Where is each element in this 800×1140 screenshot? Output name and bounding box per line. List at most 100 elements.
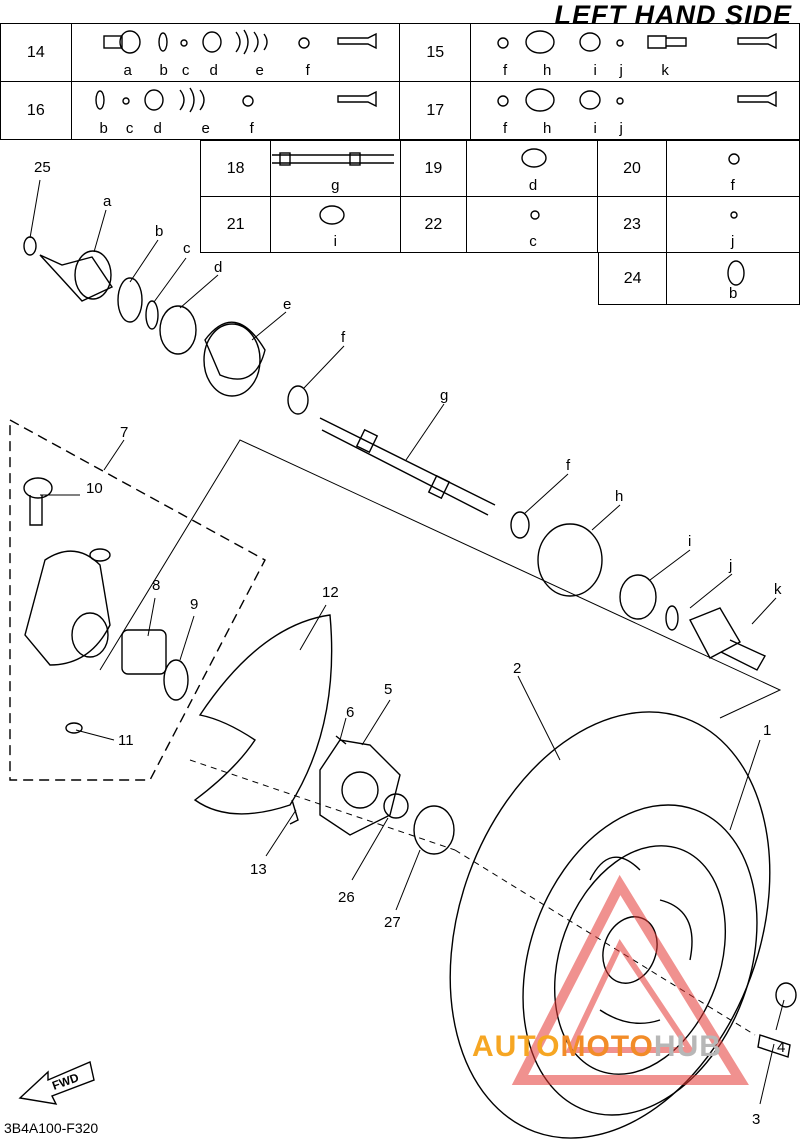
part-letter: c (529, 233, 537, 250)
callout-1: 1 (763, 722, 771, 739)
part-letter: c (181, 62, 190, 79)
callout-6: 6 (346, 704, 354, 721)
fwd-label: FWD (50, 1070, 81, 1093)
kit-number: 22 (399, 196, 468, 253)
callout-2: 2 (513, 660, 521, 677)
part-letter: d (528, 177, 538, 194)
kit-parts: b c d e f (70, 81, 401, 140)
kit-icons-15 (497, 30, 777, 54)
callout-4: 4 (777, 1039, 785, 1056)
kit-icons-14 (103, 29, 377, 55)
watermark-word: AUTO (472, 1030, 561, 1063)
callout-c: c (183, 240, 191, 257)
callout-a: a (103, 193, 112, 210)
part-letter: i (593, 62, 597, 79)
kit-parts: b (666, 252, 800, 305)
part-letter: f (249, 120, 254, 137)
kit-icons-17 (497, 88, 777, 112)
kit-number: 21 (199, 196, 272, 253)
kit-number: 14 (0, 23, 72, 82)
part-letter: e (255, 62, 264, 79)
part-letter: j (619, 62, 623, 79)
part-letter: h (542, 62, 552, 79)
kit-number: 17 (399, 81, 472, 140)
hub-parts (319, 735, 455, 855)
callout-13: 13 (250, 861, 267, 878)
part-letter: h (542, 120, 552, 137)
wheel (449, 711, 771, 1139)
wheel-stud (757, 1034, 791, 1058)
callout-j: j (728, 557, 732, 574)
callout-3: 3 (752, 1111, 760, 1128)
callout-8: 8 (152, 577, 160, 594)
kit-parts: f h i j k (470, 23, 800, 82)
callout-f: f (566, 457, 571, 474)
lug-nut (775, 982, 797, 1008)
part-letter: b (729, 285, 738, 302)
kit-parts: g (270, 140, 401, 197)
knuckle-parts (23, 477, 189, 734)
kit-parts: c (466, 196, 599, 253)
part-letter: f (503, 120, 508, 137)
part-letter: e (201, 120, 210, 137)
kit-table-top: 14 a b c d e f 15 f h i j k 16 b c d e f… (0, 23, 800, 140)
leader-lines (29, 179, 785, 1105)
callout-10: 10 (86, 480, 103, 497)
kit-parts: j (665, 196, 800, 253)
callout-d: d (214, 259, 222, 276)
watermark-word: MOTO (560, 1030, 654, 1063)
callout-e: e (283, 296, 291, 313)
callout-i: i (688, 533, 691, 550)
kit-table-24: 24 b (597, 252, 800, 305)
callout-g: g (440, 387, 448, 404)
part-letter: d (209, 62, 218, 79)
callout-27: 27 (384, 914, 401, 931)
kit-parts: i (270, 196, 401, 253)
part-letter: j (619, 120, 623, 137)
part-letter: f (730, 177, 735, 194)
kit-parts: f h i j (470, 81, 800, 140)
bolt (289, 799, 299, 825)
knuckle-group-frame (9, 418, 266, 781)
part-letter: d (153, 120, 162, 137)
callout-9: 9 (190, 596, 198, 613)
kit-icons-16 (95, 87, 377, 113)
part-letter: a (123, 62, 132, 79)
kit-number: 24 (597, 252, 668, 305)
part-letter: k (661, 62, 669, 79)
callout-k: k (774, 581, 782, 598)
part-letter: i (333, 233, 337, 250)
part-letter: j (731, 233, 735, 250)
kit-number: 20 (597, 140, 667, 197)
kit-parts: a b c d e f (70, 23, 401, 82)
kit-parts: f (665, 140, 800, 197)
kit-icons-grid (272, 148, 745, 286)
callout-5: 5 (384, 681, 392, 698)
kit-number: 19 (399, 140, 468, 197)
part-letter: c (125, 120, 134, 137)
part-letter: i (593, 120, 597, 137)
part-letter: b (99, 120, 108, 137)
callout-25: 25 (34, 159, 51, 176)
callout-b: b (155, 223, 163, 240)
axle-assembly (23, 236, 766, 671)
callout-12: 12 (322, 584, 339, 601)
kit-number: 16 (0, 81, 72, 140)
kit-number: 18 (199, 140, 272, 197)
part-letter: f (305, 62, 310, 79)
diagram-code: 3B4A100-F320 (4, 1120, 99, 1136)
callout-26: 26 (338, 889, 355, 906)
callout-f: f (341, 329, 346, 346)
brake-disc-cover (193, 614, 333, 815)
callout-7: 7 (120, 424, 128, 441)
part-letter: f (503, 62, 508, 79)
kit-number: 15 (399, 23, 472, 82)
watermark-logo (511, 874, 749, 1085)
fwd-arrow-icon (18, 1061, 95, 1105)
part-letter: g (331, 177, 340, 194)
part-letter: b (159, 62, 168, 79)
callout-11: 11 (118, 732, 134, 749)
watermark-text: AUTOMOTOHUB (472, 1030, 722, 1064)
callout-h: h (615, 488, 623, 505)
